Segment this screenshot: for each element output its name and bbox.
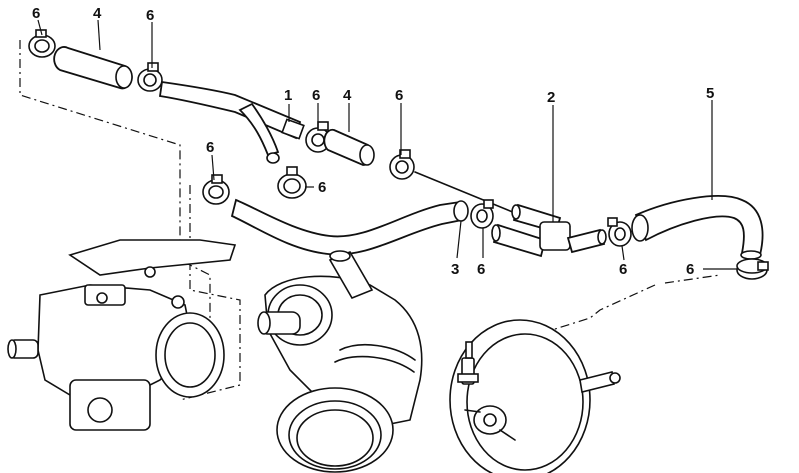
callout-labels: 6 4 6 1 6 4 6 2 5 6 6 3 6 6 6 <box>32 5 714 278</box>
hose-assembly-1 <box>158 80 305 164</box>
callout-6: 6 <box>318 179 326 196</box>
clamp-left-hose3-6 <box>202 174 230 205</box>
callout-6: 6 <box>619 261 627 278</box>
callout-6: 6 <box>395 87 403 104</box>
callout-3: 3 <box>451 261 459 278</box>
hose-short-4-middle <box>323 128 375 166</box>
intake-boot <box>257 250 423 473</box>
clamp-left-6 <box>137 62 163 92</box>
callout-1: 1 <box>284 87 292 104</box>
clamp-right-6 <box>389 149 415 180</box>
hose-short-4-left <box>53 46 133 90</box>
callout-4: 4 <box>93 5 102 22</box>
clamp-center-6 <box>277 166 307 199</box>
callout-6: 6 <box>312 87 320 104</box>
clamp-hose5-6 <box>736 258 769 280</box>
leader-lines <box>37 19 737 270</box>
callout-5: 5 <box>706 85 714 102</box>
clamp-hose3-end-6 <box>470 199 494 229</box>
callout-6: 6 <box>146 7 154 24</box>
callout-6: 6 <box>686 261 694 278</box>
brake-booster <box>449 319 621 473</box>
clamp-connector-6 <box>607 217 632 247</box>
callout-6: 6 <box>206 139 214 156</box>
hose-elbow-5 <box>631 195 764 260</box>
connector-tee-2 <box>491 203 607 258</box>
throttle-body <box>7 239 237 431</box>
hose-long-3 <box>230 198 469 256</box>
callout-6: 6 <box>477 261 485 278</box>
callout-2: 2 <box>547 89 555 106</box>
callout-6: 6 <box>32 5 40 22</box>
callout-4: 4 <box>343 87 352 104</box>
